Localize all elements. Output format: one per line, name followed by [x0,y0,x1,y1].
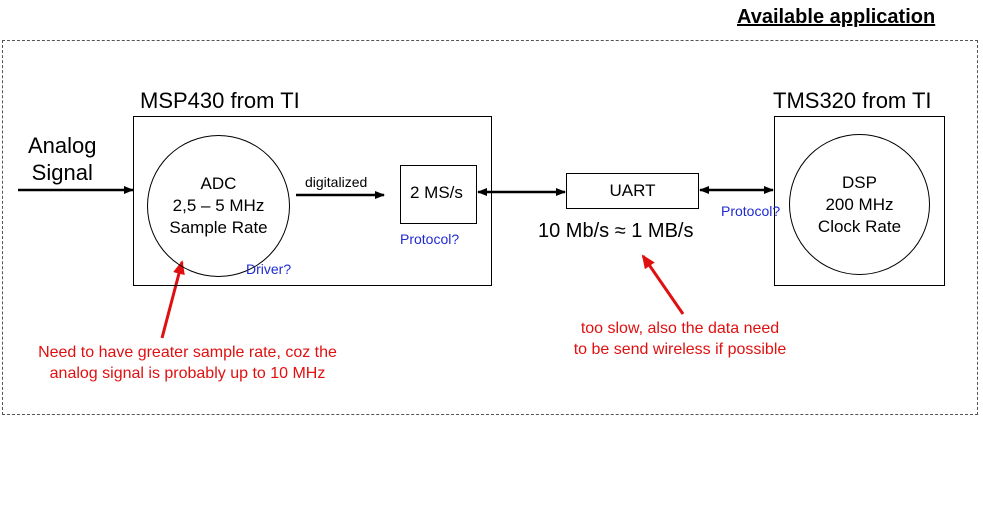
msp430-title: MSP430 from TI [140,88,300,113]
page-title: Available application [737,6,936,28]
buffer-box [400,165,477,224]
buffer-label: 2 MS/s [410,183,463,202]
adc-circle: ADC 2,5 – 5 MHz Sample Rate [147,135,290,277]
digitalized-label: digitalized [305,174,368,190]
msp430-box [133,116,492,286]
analog-signal-label: Analog Signal [28,133,97,185]
tms320-title: TMS320 from TI [773,88,932,113]
msp430-protocol-question: Protocol? [400,231,460,247]
uart-note-arrow [641,254,685,315]
uart-note: too slow, also the data need to be send … [573,320,787,358]
tms320-box [774,116,945,286]
uart-box [566,173,699,209]
driver-question: Driver? [246,261,292,277]
sample-rate-note: Need to have greater sample rate, coz th… [38,344,337,382]
tms320-protocol-question: Protocol? [721,203,781,219]
dsp-circle: DSP 200 MHz Clock Rate [789,134,930,275]
adc-note-arrow [160,260,185,339]
application-frame [2,40,978,415]
uart-label: UART [609,181,656,200]
uart-rate: 10 Mb/s ≈ 1 MB/s [538,220,694,242]
